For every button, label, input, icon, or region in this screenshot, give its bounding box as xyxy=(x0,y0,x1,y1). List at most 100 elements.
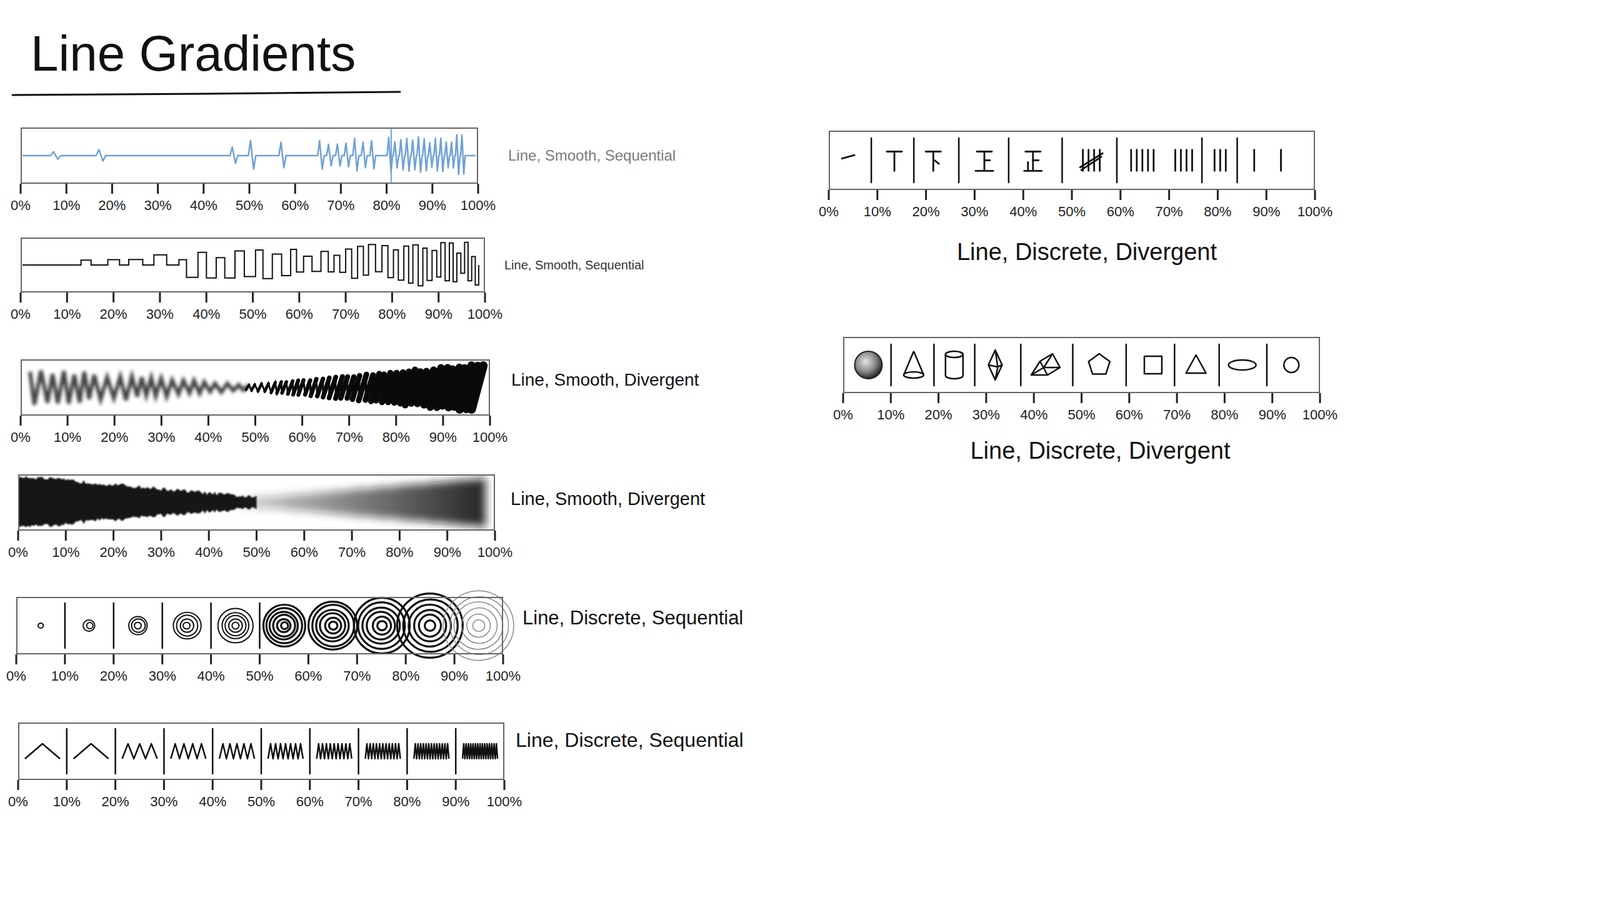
tick-label: 60% xyxy=(285,307,314,322)
tick-mark xyxy=(1022,190,1025,200)
shape-outline xyxy=(988,350,1002,380)
tick-mark xyxy=(348,415,350,426)
strip-label: Line, Smooth, Sequential xyxy=(504,257,645,273)
shape-glyph xyxy=(903,351,924,379)
tick-label: 70% xyxy=(343,669,371,684)
divider-line xyxy=(1266,344,1269,386)
tally-stroke xyxy=(932,151,935,172)
divider-line xyxy=(1020,344,1022,386)
tick-mark xyxy=(15,654,18,665)
divider-line xyxy=(66,728,69,774)
tally-stroke xyxy=(1098,150,1101,172)
tick-label: 50% xyxy=(241,430,269,445)
title-underline xyxy=(12,91,400,95)
ring xyxy=(273,615,295,637)
tick-mark xyxy=(258,654,261,665)
tick-mark xyxy=(385,183,388,194)
zigzag xyxy=(73,743,109,759)
tick-mark xyxy=(446,530,449,541)
tick-mark xyxy=(1265,190,1268,200)
ring xyxy=(176,615,199,636)
tick-label: 30% xyxy=(147,545,175,560)
tick-label: 70% xyxy=(338,545,366,560)
tally-stroke xyxy=(1081,156,1102,170)
tick-label: 0% xyxy=(6,669,27,684)
tick-mark xyxy=(114,780,117,790)
tick-label: 30% xyxy=(150,795,178,809)
tick-mark xyxy=(1223,393,1226,404)
tick-label: 40% xyxy=(194,430,222,445)
tick-mark xyxy=(925,190,927,200)
tick-mark xyxy=(113,415,116,426)
divider-line xyxy=(357,728,360,774)
divider-line xyxy=(973,344,976,386)
ring xyxy=(453,601,503,650)
divider-line xyxy=(958,138,960,183)
ring xyxy=(450,596,509,655)
shape-outline xyxy=(1283,357,1299,373)
tick-mark xyxy=(890,393,892,404)
tick-label: 0% xyxy=(10,430,31,445)
ring xyxy=(316,610,349,642)
tally-stroke xyxy=(1135,150,1138,172)
tick-mark xyxy=(340,183,342,194)
divider-line xyxy=(161,603,164,649)
ring xyxy=(281,622,289,630)
tick-mark xyxy=(502,654,505,665)
shape-outline xyxy=(945,351,964,358)
ring xyxy=(276,619,290,633)
tick-mark xyxy=(163,780,165,790)
gradient-strip: Line, Discrete, Sequential xyxy=(16,596,504,655)
ring xyxy=(266,608,302,644)
tick-mark xyxy=(842,393,845,404)
tally-stroke xyxy=(1026,161,1029,171)
ring xyxy=(466,613,491,637)
divider-line xyxy=(163,728,165,774)
tally-stroke xyxy=(984,159,990,162)
gradient-strip: Line, Discrete, Divergent xyxy=(843,336,1320,394)
tick-label: 100% xyxy=(472,430,508,445)
tick-mark xyxy=(395,415,397,426)
divider-line xyxy=(870,138,873,183)
tick-mark xyxy=(985,393,987,404)
ring xyxy=(372,616,391,635)
ring xyxy=(225,615,246,637)
divider-line xyxy=(1071,344,1074,386)
tick-mark xyxy=(112,292,115,303)
divider-line xyxy=(258,603,261,649)
tick-label: 100% xyxy=(485,669,521,684)
tick-label: 50% xyxy=(245,669,274,684)
ring xyxy=(418,614,441,637)
tick-label: 90% xyxy=(429,430,457,445)
tick-mark xyxy=(477,183,480,194)
tick-label: 90% xyxy=(440,669,469,684)
ring xyxy=(461,608,498,644)
tick-mark xyxy=(828,190,830,200)
tick-mark xyxy=(1176,393,1179,404)
zigzag xyxy=(170,743,206,759)
tick-label: 30% xyxy=(972,408,1000,422)
shape-glyph xyxy=(1088,353,1110,375)
divider-line xyxy=(913,138,915,183)
tick-label: 100% xyxy=(486,795,522,809)
tick-mark xyxy=(112,654,115,665)
tick-label: 10% xyxy=(53,795,81,809)
tick-mark xyxy=(202,183,205,194)
tick-mark xyxy=(63,654,66,665)
blurred-scribble xyxy=(30,370,250,405)
tick-label: 100% xyxy=(467,307,503,322)
divider-line xyxy=(1125,344,1128,386)
tick-mark xyxy=(973,190,976,200)
tick-label: 20% xyxy=(912,205,940,219)
tick-label: 80% xyxy=(382,430,410,445)
tick-mark xyxy=(20,292,22,303)
tick-mark xyxy=(308,780,311,790)
shape-outline xyxy=(1031,353,1060,375)
strip-label: Line, Smooth, Divergent xyxy=(511,369,699,391)
tally-stroke xyxy=(934,160,939,165)
zigzag xyxy=(219,743,255,759)
tick-mark xyxy=(1033,393,1035,404)
tick-mark xyxy=(406,780,409,790)
